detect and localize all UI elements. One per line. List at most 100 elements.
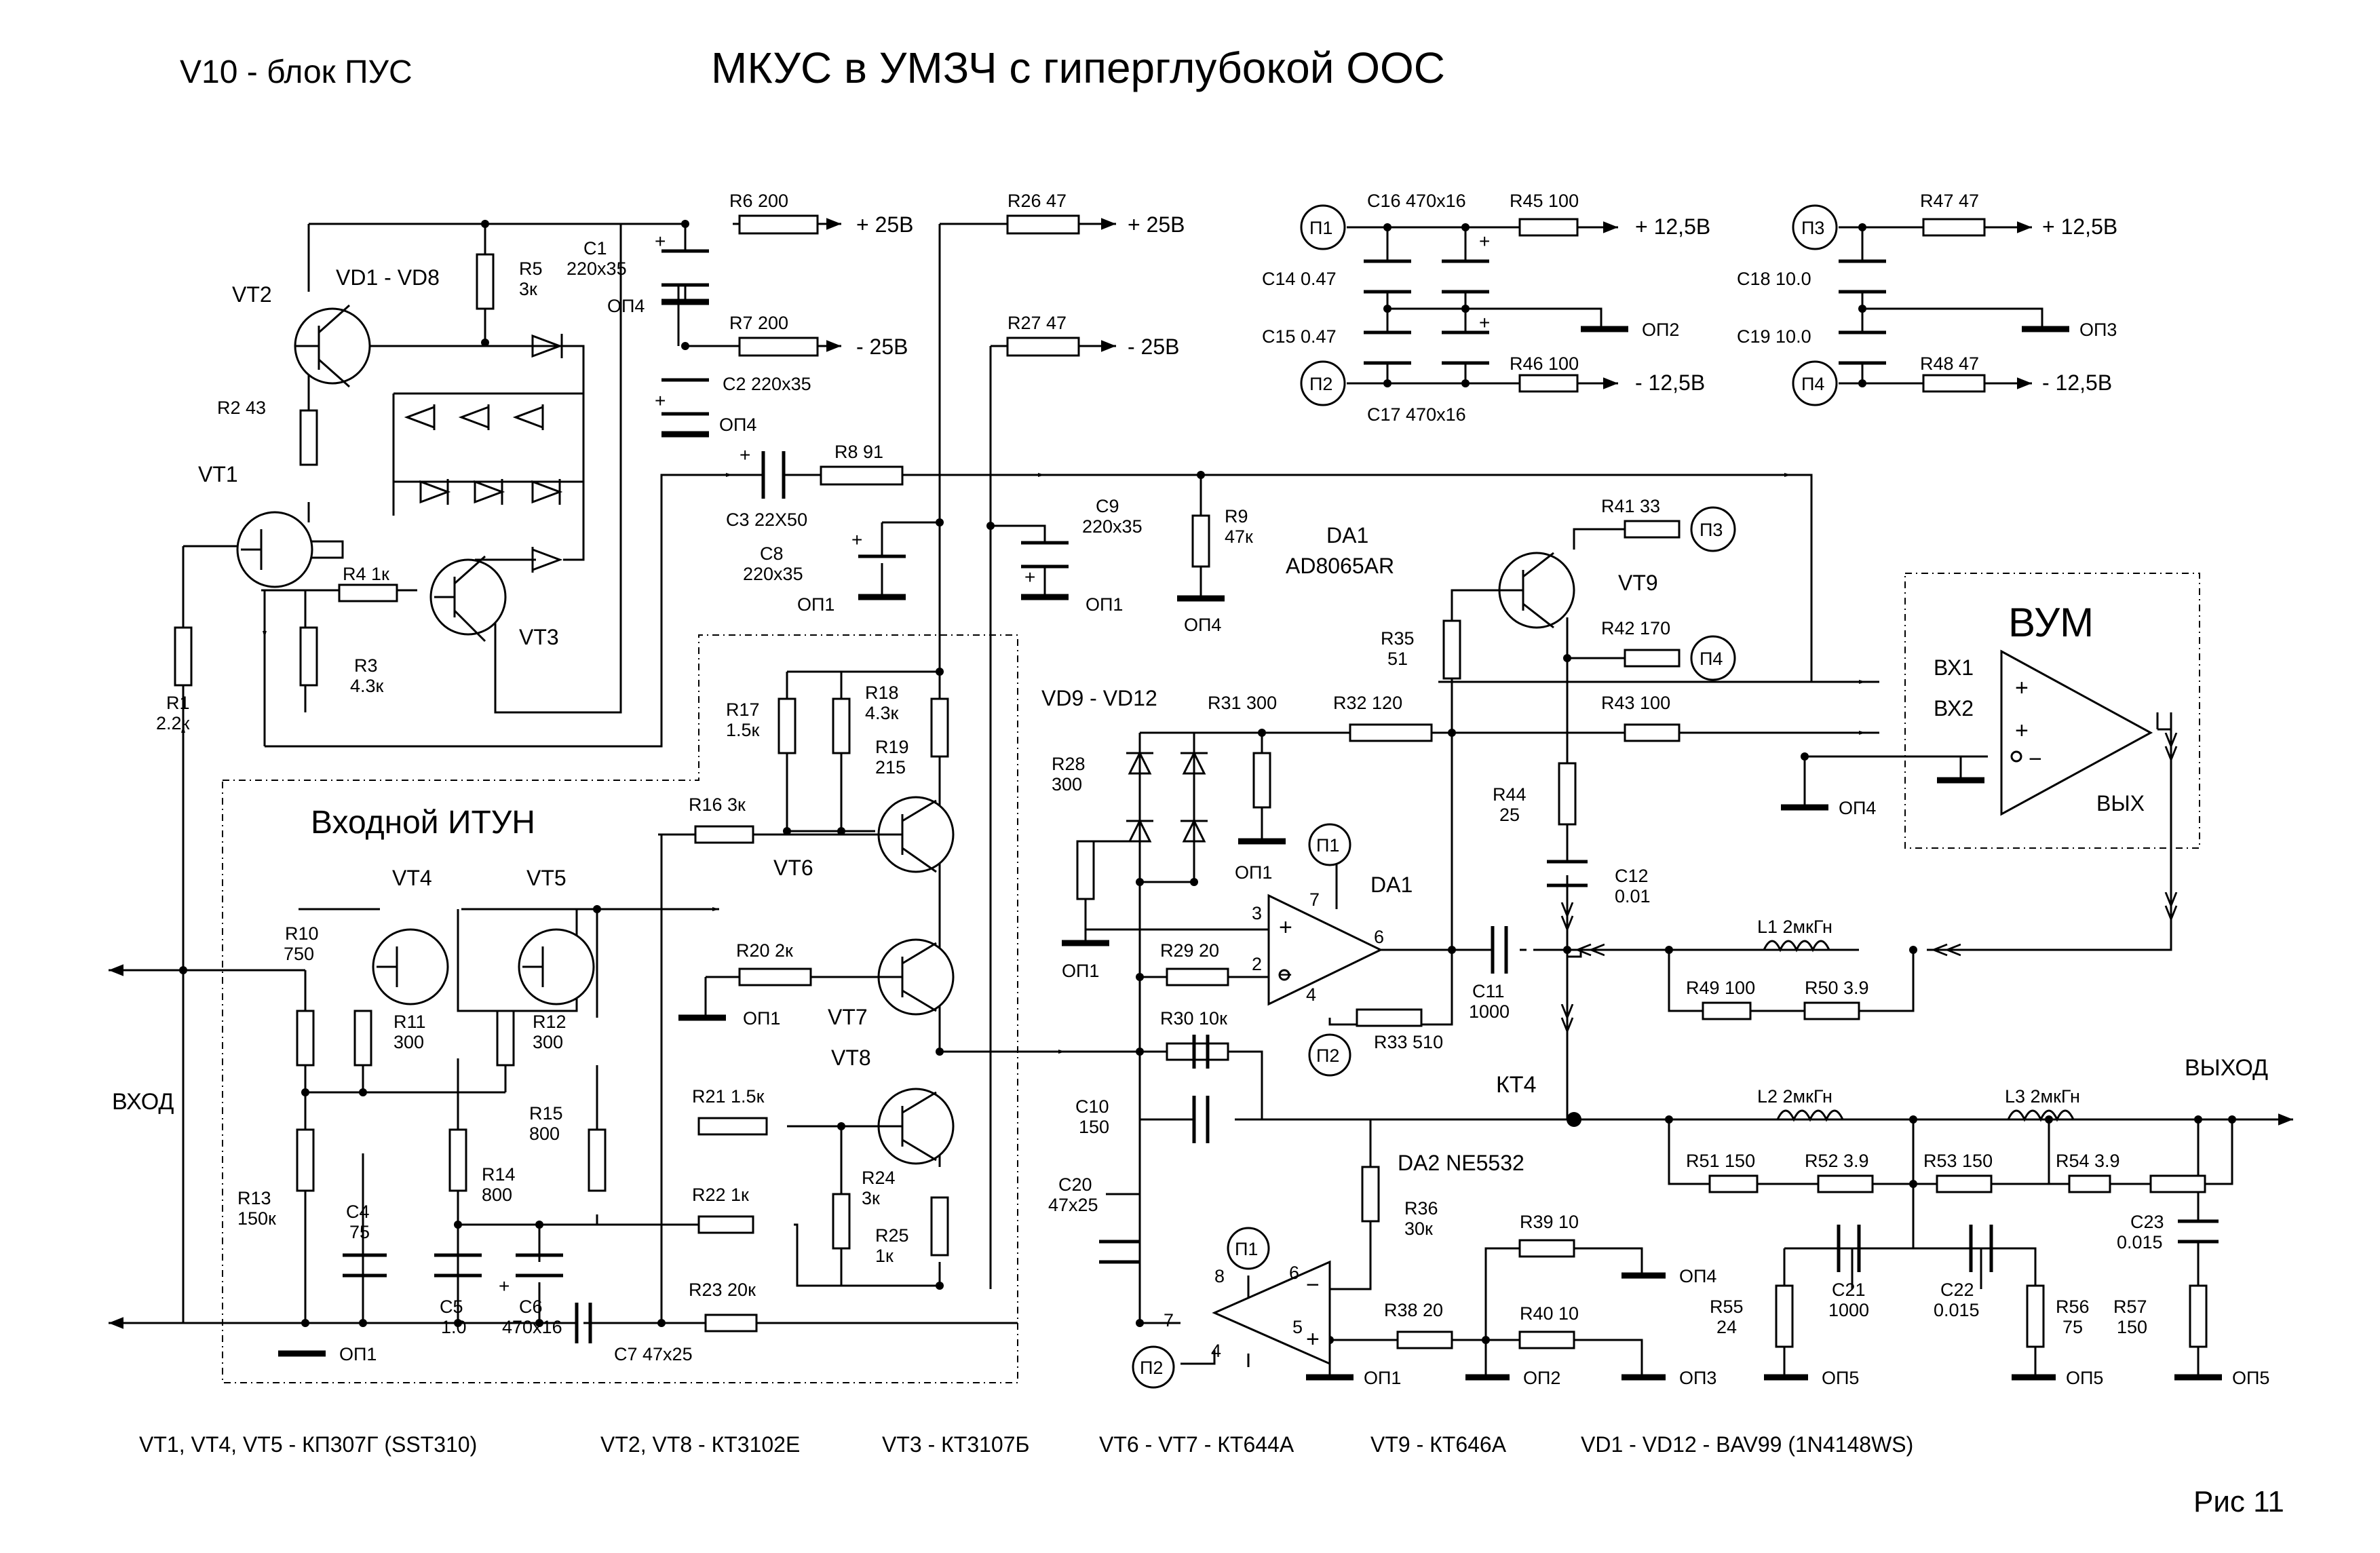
r30-ref: R30 10к	[1160, 1008, 1227, 1029]
gnd-op2-r40: ОП2	[1523, 1368, 1560, 1388]
vt5-label: VT5	[526, 866, 567, 890]
da1-pin4: 4	[1306, 984, 1316, 1005]
r39-ref: R39 10	[1520, 1212, 1579, 1232]
gnd-op1-r20: ОП1	[743, 1008, 780, 1029]
r1-val: 2.2к	[156, 713, 190, 733]
svg-text:+: +	[851, 529, 862, 550]
r31-ref: R31 300	[1208, 693, 1277, 713]
r57-ref: R57	[2113, 1297, 2147, 1317]
gnd-op1-itun: ОП1	[339, 1344, 377, 1364]
r56-ref: R56	[2056, 1297, 2090, 1317]
diodes	[404, 334, 1208, 843]
c10-ref: C10	[1075, 1096, 1109, 1117]
r35-ref: R35	[1381, 628, 1415, 649]
r15-val: 800	[529, 1124, 560, 1144]
r45-ref: R45 100	[1510, 191, 1579, 211]
r53-ref: R53 150	[1923, 1151, 1993, 1171]
gnd-op4-vum: ОП4	[1839, 798, 1876, 818]
r25-val: 1к	[875, 1246, 894, 1266]
c18-ref: C18 10.0	[1737, 269, 1811, 289]
figure-number: Рис 11	[2193, 1485, 2284, 1518]
c8-val: 220x35	[743, 564, 803, 584]
svg-text:−: −	[2029, 746, 2042, 772]
da2-pin4: 4	[1211, 1341, 1221, 1361]
r2-ref: R2 43	[217, 398, 266, 418]
c23-val: 0.015	[2117, 1232, 2163, 1252]
svg-text:+: +	[1479, 231, 1490, 252]
c5-ref: C5	[440, 1297, 463, 1317]
r9-val: 47к	[1225, 526, 1253, 547]
resistors	[174, 214, 2208, 1349]
footer-vt9: VT9 - КТ646А	[1370, 1432, 1507, 1457]
c12-ref: C12	[1615, 866, 1649, 886]
vt9-label: VT9	[1618, 571, 1658, 595]
gnd-op4-c1: ОП4	[607, 296, 645, 316]
da2-pin5: 5	[1292, 1317, 1303, 1337]
da1-label: DA1	[1370, 873, 1413, 897]
gnd-op5-r56: ОП5	[2066, 1368, 2103, 1388]
gnd-op4-c2: ОП4	[719, 415, 756, 435]
r13-val: 150к	[237, 1208, 276, 1229]
svg-text:+: +	[655, 390, 666, 411]
transistors	[236, 304, 1575, 1165]
gnd-op3-r40: ОП3	[1679, 1368, 1716, 1388]
r23-ref: R23 20к	[689, 1280, 756, 1300]
r44-val: 25	[1499, 805, 1520, 825]
vt7-label: VT7	[828, 1005, 868, 1029]
c21-val: 1000	[1828, 1300, 1869, 1320]
vt2-label: VT2	[232, 282, 272, 307]
da1-part: AD8065AR	[1286, 554, 1394, 578]
r9-ref: R9	[1225, 506, 1248, 526]
c21-ref: C21	[1832, 1280, 1866, 1300]
rail-p12-b: + 12,5В	[2042, 214, 2117, 239]
c14-ref: C14 0.47	[1262, 269, 1337, 289]
power-nodes	[1132, 204, 1838, 1389]
c1-val: 220x35	[567, 258, 627, 279]
r28-ref: R28	[1052, 754, 1086, 774]
r22-ref: R22 1к	[692, 1185, 749, 1205]
ground-bars	[278, 299, 2222, 1381]
r14-val: 800	[482, 1185, 512, 1205]
vum-label: ВУМ	[2008, 600, 2094, 645]
vt3-label: VT3	[519, 625, 559, 649]
r18-val: 4.3к	[865, 703, 899, 723]
vt1-label: VT1	[198, 462, 238, 486]
r50-ref: R50 3.9	[1805, 978, 1869, 998]
node-p3-vt9: П3	[1700, 520, 1723, 540]
vd9-12-label: VD9 - VD12	[1041, 686, 1157, 710]
node-p4-vt9: П4	[1700, 649, 1723, 669]
c5-val: 1.0	[441, 1317, 467, 1337]
node-p4-top: П4	[1801, 374, 1824, 394]
c6-val: 470x16	[502, 1317, 562, 1337]
node-p2-top: П2	[1309, 374, 1332, 394]
c1-ref: C1	[583, 238, 607, 258]
r51-ref: R51 150	[1686, 1151, 1755, 1171]
c9-val: 220x35	[1082, 516, 1143, 537]
da2-pin8: 8	[1214, 1266, 1225, 1286]
gnd-op1-c9: ОП1	[1086, 594, 1123, 615]
c8-ref: C8	[760, 543, 784, 564]
r42-ref: R42 170	[1601, 618, 1670, 638]
c15-ref: C15 0.47	[1262, 326, 1337, 347]
rail-m12-b: - 12,5В	[2042, 370, 2112, 395]
r4-ref: R4 1к	[343, 564, 389, 584]
block-label: V10 - блок ПУС	[180, 54, 412, 90]
r52-ref: R52 3.9	[1805, 1151, 1869, 1171]
page-title: МКУС в УМЗЧ с гиперглубокой ООС	[711, 43, 1445, 92]
footer-vd: VD1 - VD12 - BAV99 (1N4148WS)	[1581, 1432, 1913, 1457]
gnd-op4-r9: ОП4	[1184, 615, 1221, 635]
svg-text:+: +	[499, 1276, 510, 1297]
c7-ref: C7 47x25	[614, 1344, 693, 1364]
r46-ref: R46 100	[1510, 353, 1579, 374]
node-p2-da1: П2	[1316, 1046, 1339, 1066]
c23-ref: C23	[2130, 1212, 2164, 1232]
rail-m12-a: - 12,5В	[1635, 370, 1705, 395]
vd1-8-label: VD1 - VD8	[336, 265, 440, 290]
r38-ref: R38 20	[1384, 1300, 1443, 1320]
da2-pin7: 7	[1164, 1310, 1174, 1330]
r40-ref: R40 10	[1520, 1303, 1579, 1324]
node-p3-top: П3	[1801, 218, 1824, 238]
r44-ref: R44	[1493, 784, 1527, 805]
da1-pin3: 3	[1252, 903, 1262, 923]
c22-val: 0.015	[1934, 1300, 1980, 1320]
